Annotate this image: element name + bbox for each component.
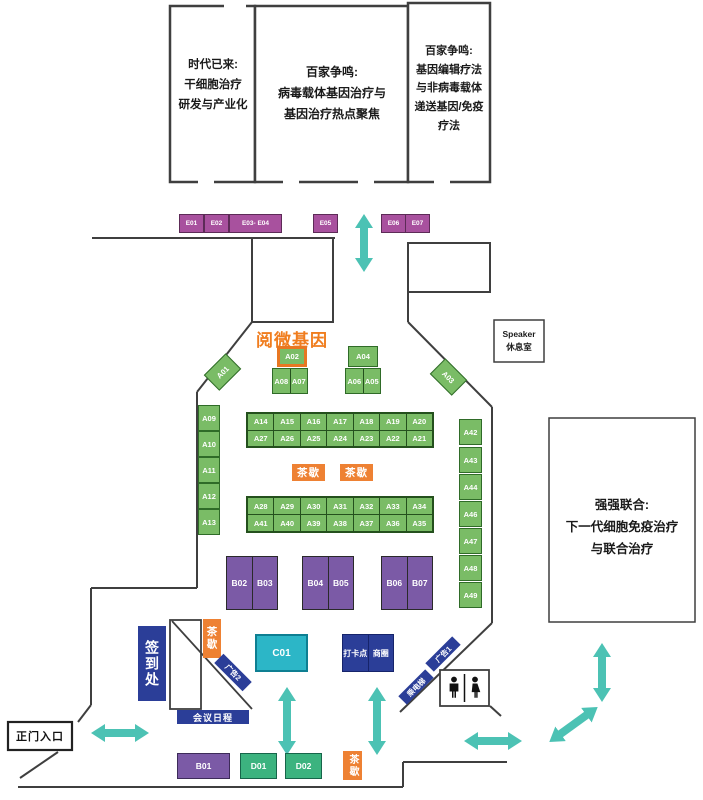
exhibitor-highlight-label: 阅微基因 xyxy=(256,331,328,350)
room-combo-therapy-title: 强强联合: 下一代细胞免疫治疗 与联合治疗 xyxy=(565,498,679,556)
booth-a31: A31 xyxy=(327,498,353,514)
booth-a37: A37 xyxy=(353,515,380,531)
booth-a13: A13 xyxy=(198,509,220,535)
booth-e05: E05 xyxy=(313,214,338,233)
booth-e02: E02 xyxy=(204,214,229,233)
mall-sign: 商圈 xyxy=(368,635,393,671)
booth-e03-e04: E03- E04 xyxy=(229,214,282,233)
room-gene-editing-title: 百家争鸣: 基因编辑疗法 与非病毒载体 递送基因/免疫 疗法 xyxy=(414,45,484,132)
hall-walls xyxy=(6,237,696,788)
flow-arrows xyxy=(91,214,611,755)
room-stem-cell-title: 时代已来: 干细胞治疗 研发与产业化 xyxy=(178,59,248,112)
booth-a47: A47 xyxy=(459,528,482,554)
booth-a07: A07 xyxy=(290,369,307,393)
booth-a05: A05 xyxy=(363,369,380,393)
booth-b05: B05 xyxy=(328,557,353,609)
booth-a25: A25 xyxy=(300,430,327,446)
booth-b07: B07 xyxy=(407,557,432,609)
booth-a02: A02 xyxy=(277,346,307,367)
booth-a21: A21 xyxy=(406,430,432,446)
booth-a38: A38 xyxy=(327,515,353,531)
booth-b01: B01 xyxy=(177,753,230,779)
top-rooms-walls xyxy=(168,1,492,185)
booth-a17: A17 xyxy=(327,414,353,430)
booth-a19: A19 xyxy=(380,414,406,430)
speaker-lounge-title: Speaker 休息室 xyxy=(502,329,536,352)
restroom-icons xyxy=(449,676,481,698)
tea-break-sign-4: 茶歇 xyxy=(343,751,362,780)
booth-a22: A22 xyxy=(380,430,406,446)
booth-e07: E07 xyxy=(405,214,430,233)
tea-break-sign-3: 茶歇 xyxy=(203,619,221,658)
booth-a20: A20 xyxy=(406,414,432,430)
booth-a24: A24 xyxy=(327,430,353,446)
booth-a06: A06 xyxy=(346,369,363,393)
booth-a26: A26 xyxy=(274,430,300,446)
booth-a23: A23 xyxy=(353,430,380,446)
booth-a39: A39 xyxy=(300,515,327,531)
booth-a33: A33 xyxy=(380,498,406,514)
booth-a12: A12 xyxy=(198,483,220,509)
booth-a15: A15 xyxy=(274,414,300,430)
booth-a08: A08 xyxy=(273,369,290,393)
booth-c01: C01 xyxy=(255,634,308,672)
booth-d02: D02 xyxy=(285,753,322,779)
tea-break-sign-1: 茶歇 xyxy=(292,464,325,481)
booth-b02: B02 xyxy=(227,557,252,609)
booth-a32: A32 xyxy=(353,498,380,514)
booth-a28: A28 xyxy=(248,498,274,514)
booth-a48: A48 xyxy=(459,555,482,581)
booth-pair-a08-a07: A08 A07 xyxy=(272,368,308,394)
booth-a18: A18 xyxy=(353,414,380,430)
booth-a41: A41 xyxy=(248,515,274,531)
booth-a30: A30 xyxy=(300,498,327,514)
woman-icon xyxy=(471,676,481,698)
checkin-desk-sign: 签到处 xyxy=(138,626,166,701)
booth-a42: A42 xyxy=(459,419,482,445)
tea-break-sign-2: 茶歇 xyxy=(340,464,373,481)
booth-b04: B04 xyxy=(303,557,328,609)
booth-a40: A40 xyxy=(274,515,300,531)
photo-spot-sign: 打卡点 xyxy=(343,635,368,671)
booth-b06: B06 xyxy=(382,557,407,609)
booth-a35: A35 xyxy=(406,515,432,531)
booth-b03: B03 xyxy=(252,557,277,609)
booth-a43: A43 xyxy=(459,447,482,473)
booth-a44: A44 xyxy=(459,474,482,500)
booth-a10: A10 xyxy=(198,431,220,457)
booth-a29: A29 xyxy=(274,498,300,514)
booth-a27: A27 xyxy=(248,430,274,446)
booth-e01: E01 xyxy=(179,214,204,233)
room-viral-vector-title: 百家争鸣: 病毒载体基因治疗与 基因治疗热点聚焦 xyxy=(277,65,386,121)
arrow-diagonal xyxy=(549,706,598,743)
booth-a04: A04 xyxy=(348,346,378,367)
booth-a46: A46 xyxy=(459,501,482,527)
booth-a16: A16 xyxy=(300,414,327,430)
booth-d01: D01 xyxy=(240,753,277,779)
man-icon xyxy=(449,676,459,698)
booth-a09: A09 xyxy=(198,405,220,431)
booth-a49: A49 xyxy=(459,582,482,608)
booth-e06: E06 xyxy=(381,214,406,233)
photospot-mall-signs: 打卡点 商圈 xyxy=(342,634,394,672)
booth-a14: A14 xyxy=(248,414,274,430)
booth-a34: A34 xyxy=(406,498,432,514)
booth-pair-a06-a05: A06 A05 xyxy=(345,368,381,394)
booth-a11: A11 xyxy=(198,457,220,483)
booth-a36: A36 xyxy=(380,515,406,531)
main-entrance-label: 正门入口 xyxy=(16,731,64,743)
agenda-sign: 会议日程 xyxy=(177,710,249,724)
